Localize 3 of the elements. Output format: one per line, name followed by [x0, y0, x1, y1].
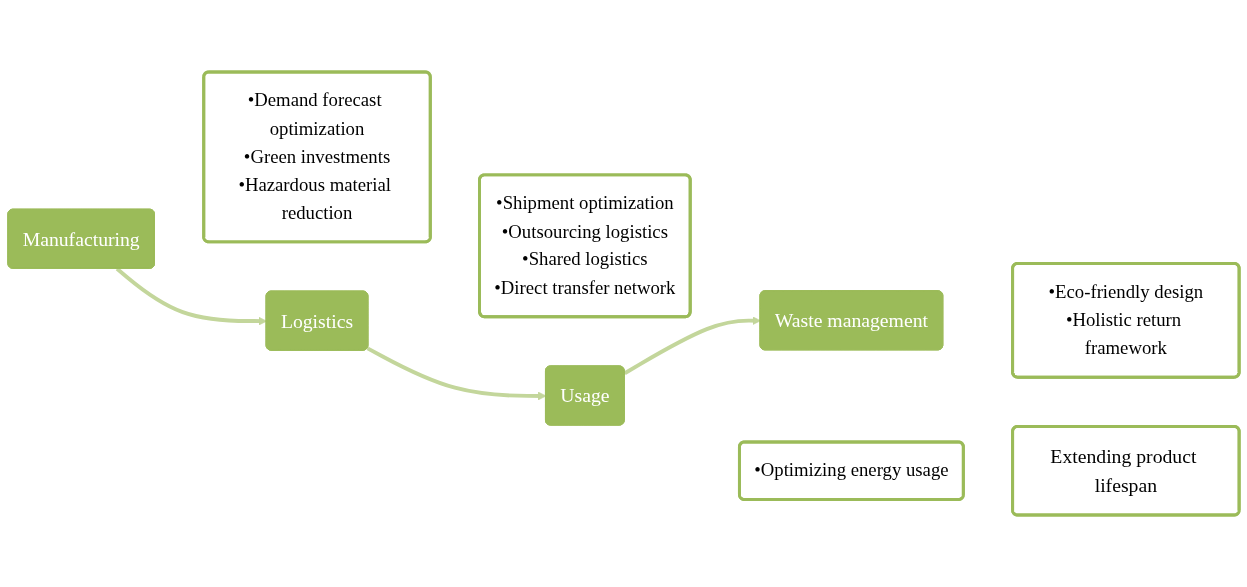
- arrow: [623, 316, 761, 375]
- arrow: [366, 346, 547, 401]
- arrow: [115, 267, 267, 326]
